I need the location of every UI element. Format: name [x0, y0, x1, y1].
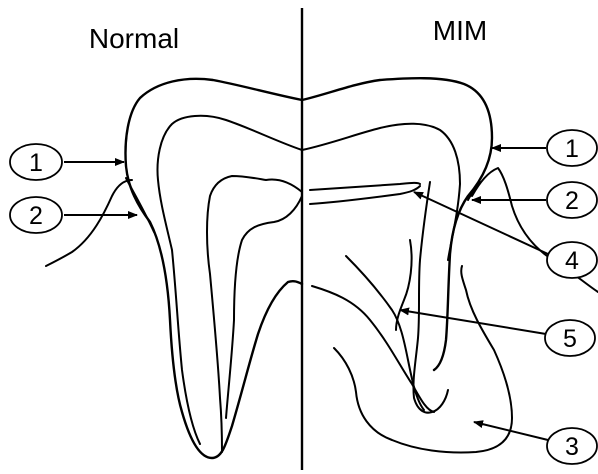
arrow-right-4: [414, 192, 548, 254]
callout-label-left-2: 2: [29, 202, 43, 230]
callout-label-right-4: 4: [565, 247, 579, 275]
callout-label-right-5: 5: [563, 325, 577, 353]
callout-right-1: 1: [492, 130, 597, 166]
callout-left-1: 1: [10, 144, 124, 180]
arrow-right-3: [474, 422, 548, 440]
callout-right-2: 2: [472, 182, 597, 218]
callout-label-left-1: 1: [29, 149, 43, 177]
callout-left-2: 2: [10, 197, 137, 233]
callout-right-5: 5: [400, 310, 595, 356]
arrow-right-5: [400, 310, 546, 334]
callout-label-right-1: 1: [565, 135, 579, 163]
callout-label-right-2: 2: [565, 187, 579, 215]
callout-right-3: 3: [474, 422, 597, 464]
callout-label-right-3: 3: [565, 433, 579, 461]
